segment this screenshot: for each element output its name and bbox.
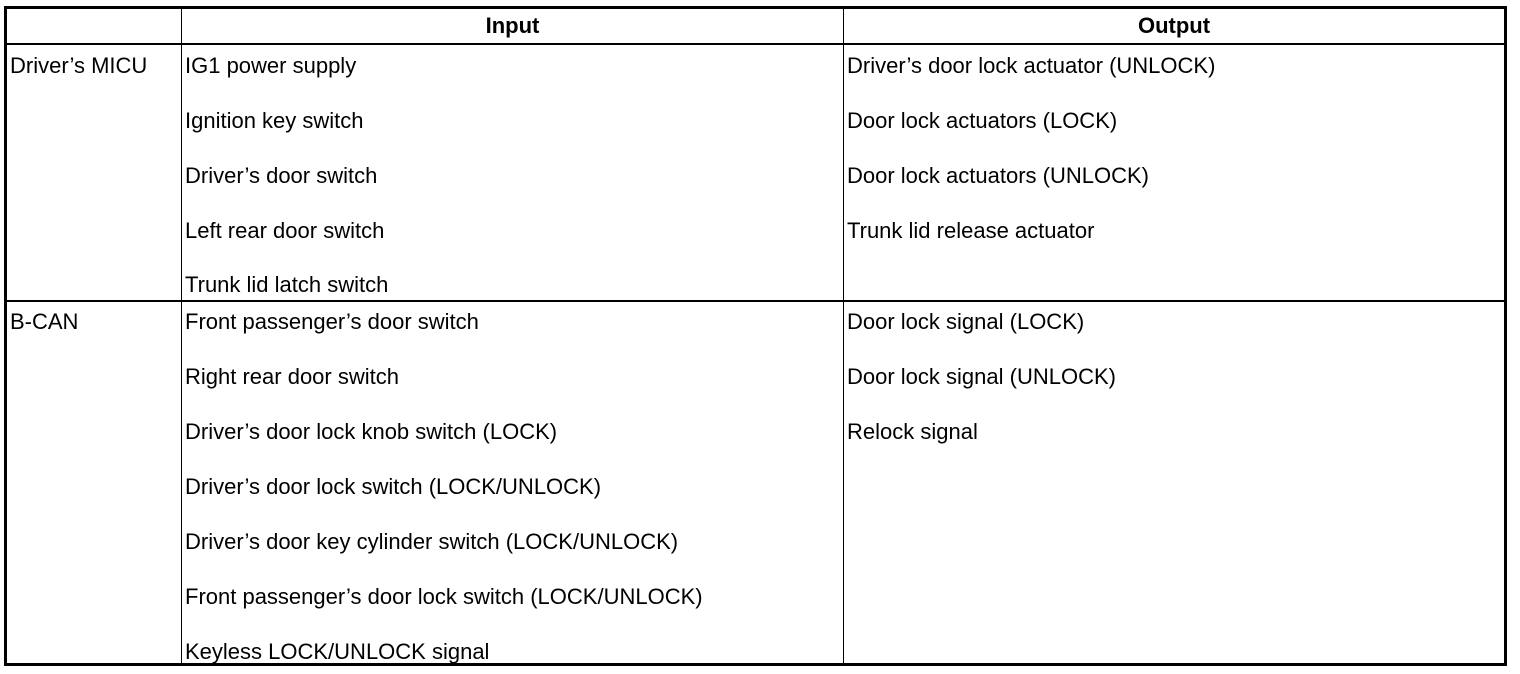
input-item: Keyless LOCK/UNLOCK signal [185, 639, 490, 664]
input-item: Right rear door switch [185, 364, 399, 389]
table-row-b-can: B-CAN Front passenger’s door switch Righ… [7, 302, 1504, 664]
input-item: Driver’s door lock knob switch (LOCK) [185, 419, 558, 444]
input-item: Driver’s door key cylinder switch (LOCK/… [185, 529, 679, 554]
input-item: IG1 power supply [185, 53, 357, 78]
io-table: Input Output Driver’s MICU IG1 power sup… [4, 6, 1507, 666]
output-item: Door lock signal (UNLOCK) [847, 364, 1116, 389]
input-item: Ignition key switch [185, 108, 364, 133]
output-item: Driver’s door lock actuator (UNLOCK) [847, 53, 1216, 78]
output-item: Trunk lid release actuator [847, 218, 1095, 243]
input-item: Driver’s door lock switch (LOCK/UNLOCK) [185, 474, 602, 499]
header-source [7, 9, 181, 43]
column-divider-1 [181, 9, 182, 663]
output-item: Door lock actuators (LOCK) [847, 108, 1118, 133]
source-label: Driver’s MICU [10, 53, 148, 78]
header-output: Output [1137, 13, 1211, 38]
input-item: Driver’s door switch [185, 163, 378, 188]
table-row-driver-micu: Driver’s MICU IG1 power supply Ignition … [7, 45, 1504, 302]
output-item: Door lock signal (LOCK) [847, 309, 1085, 334]
input-item: Left rear door switch [185, 218, 385, 243]
source-label: B-CAN [10, 309, 79, 334]
input-item: Front passenger’s door lock switch (LOCK… [185, 584, 703, 609]
table-header-row: Input Output [7, 9, 1504, 45]
output-item: Relock signal [847, 419, 978, 444]
header-input: Input [485, 13, 540, 38]
input-item: Front passenger’s door switch [185, 309, 479, 334]
column-divider-2 [843, 9, 844, 663]
output-item: Door lock actuators (UNLOCK) [847, 163, 1149, 188]
input-item: Trunk lid latch switch [185, 272, 389, 297]
